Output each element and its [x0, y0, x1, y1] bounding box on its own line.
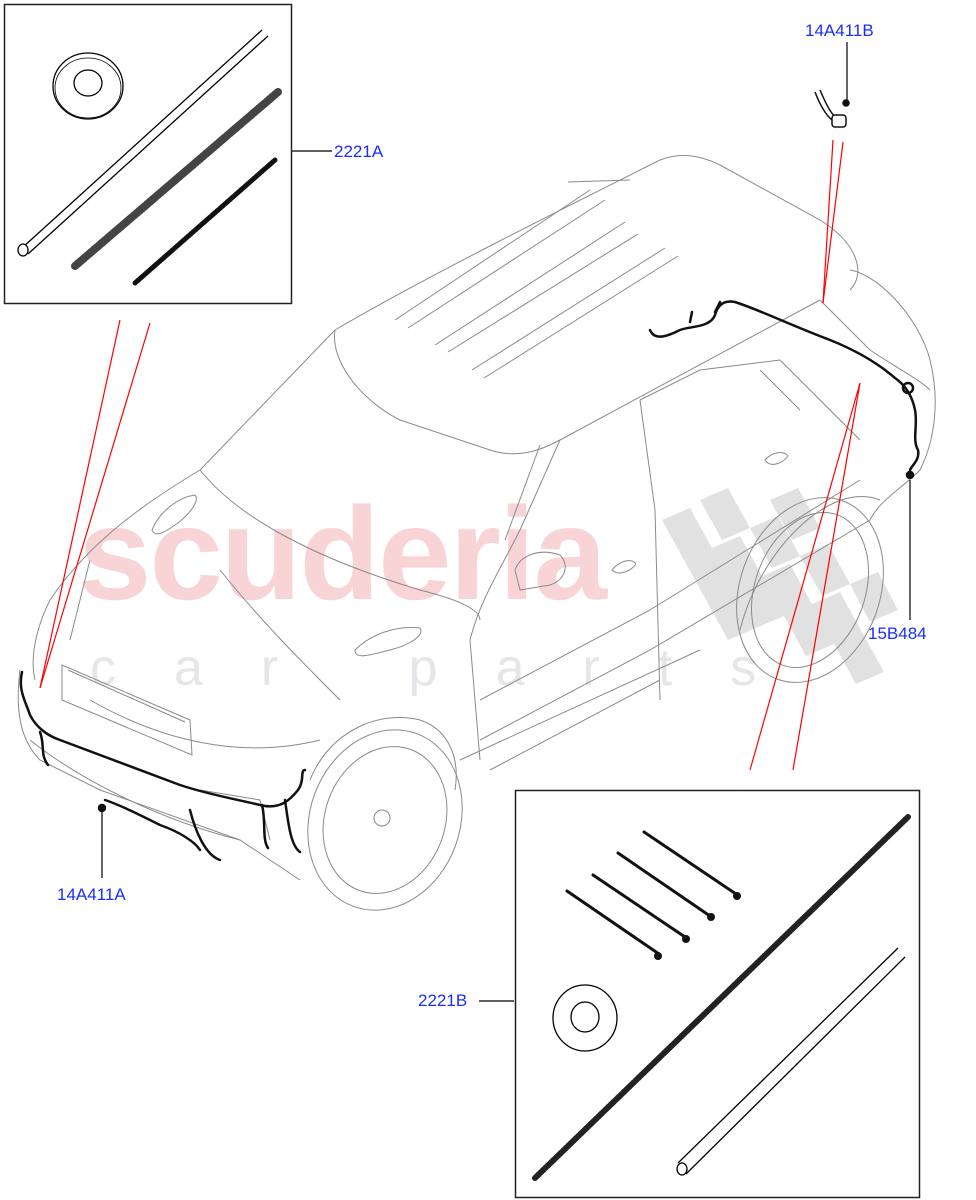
car-outline [17, 155, 936, 911]
roof-camera-connector [814, 89, 850, 128]
callout-2221B[interactable]: 2221B [418, 991, 468, 1010]
front-harness [19, 670, 307, 862]
reference-lines [39, 139, 861, 771]
kit-box-a [3, 3, 293, 305]
kit-box-b [514, 789, 921, 1199]
watermark-car-parts: car parts [90, 639, 815, 697]
rear-harness [648, 300, 920, 480]
leader-lines [101, 42, 911, 1002]
callout-15B484[interactable]: 15B484 [868, 624, 927, 643]
callout-2221A[interactable]: 2221A [334, 142, 384, 161]
checker-watermark [662, 488, 898, 684]
callout-14A411A[interactable]: 14A411A [57, 885, 126, 904]
callout-14A411B[interactable]: 14A411B [805, 21, 874, 40]
